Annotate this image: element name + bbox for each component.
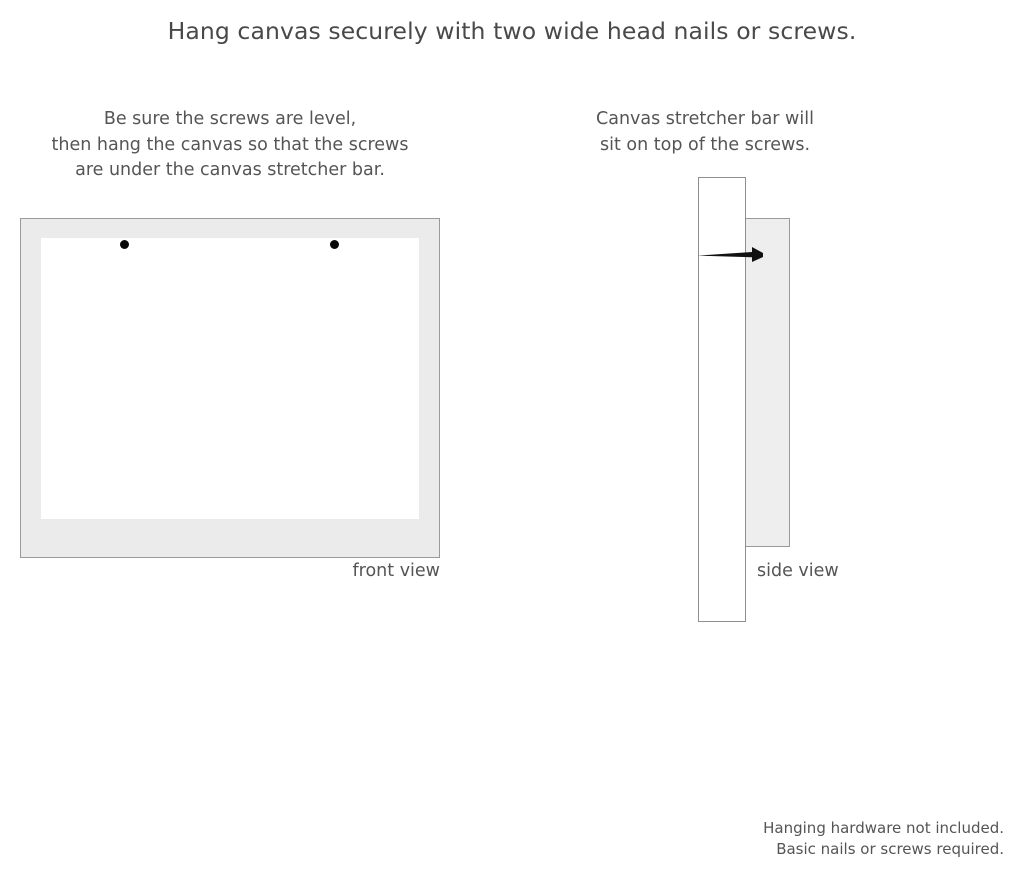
side-view-caption-line-2: sit on top of the screws. <box>599 134 811 155</box>
front-view-caption-line-3: are under the canvas stretcher bar. <box>75 160 385 180</box>
side-view-label: side view <box>757 561 839 581</box>
side-view-wall <box>698 177 746 622</box>
front-view-caption-line-2: then hang the canvas so that the screws <box>51 134 409 155</box>
footer-line-1: Hanging hardware not included. <box>763 819 1004 837</box>
front-view-canvas-inner-panel <box>41 238 419 519</box>
front-view-caption: Be sure the screws are level, then hang … <box>10 107 450 184</box>
footer-disclaimer: Hanging hardware not included. Basic nai… <box>763 818 1004 860</box>
front-view-caption-line-1: Be sure the screws are level, <box>103 109 357 129</box>
front-view-label: front view <box>352 561 441 581</box>
screw-body-path <box>697 247 763 262</box>
side-view-caption-line-1: Canvas stretcher bar will <box>596 109 814 129</box>
side-view-canvas-stretcher-bar <box>745 218 790 547</box>
front-view-canvas-frame <box>20 218 440 558</box>
screw-dot-right-icon <box>330 240 339 249</box>
footer-line-2: Basic nails or screws required. <box>776 840 1004 858</box>
screw-shape <box>697 247 763 262</box>
side-view-caption: Canvas stretcher bar will sit on top of … <box>565 107 845 158</box>
side-view-screw-icon <box>696 243 766 267</box>
page-title: Hang canvas securely with two wide head … <box>167 17 857 45</box>
screw-dot-left-icon <box>120 240 129 249</box>
